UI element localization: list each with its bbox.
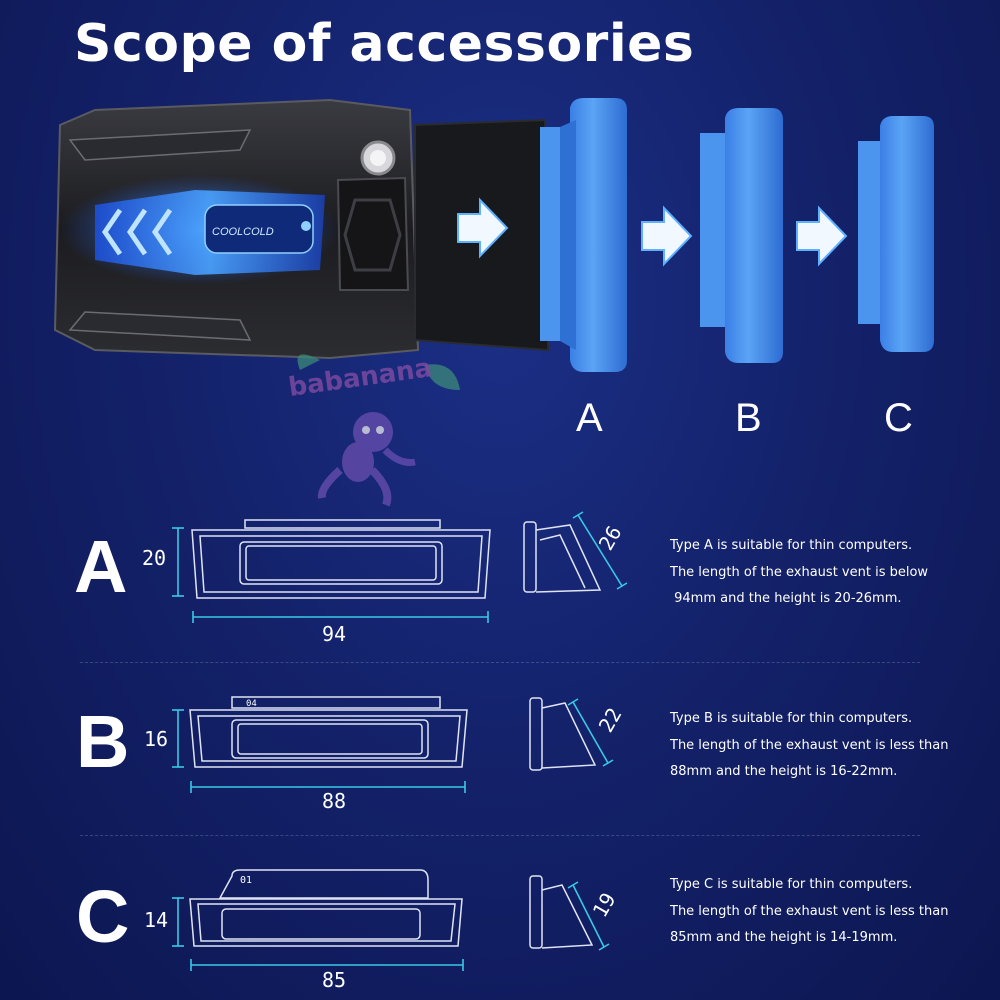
adapter-c: [858, 116, 934, 352]
dim-a-width: 94: [322, 622, 347, 646]
arrow-right-icon: [457, 197, 509, 259]
adapter-b: [700, 108, 783, 363]
part-mark-b: 04: [246, 699, 257, 709]
spec-letter-c: C: [76, 875, 130, 958]
drawing-a-front: [191, 519, 491, 599]
spec-letter-b: B: [76, 700, 130, 783]
dim-b-height: 16: [144, 727, 169, 751]
dim-a-height: 20: [142, 546, 167, 570]
description-line: The length of the exhaust vent is less t…: [670, 903, 949, 919]
dim-c-width: 85: [322, 968, 347, 992]
section-divider: [80, 835, 920, 836]
description-line: Type C is suitable for thin computers.: [670, 877, 913, 892]
page-title: Scope of accessories: [74, 14, 695, 74]
drawing-c-side: [529, 875, 594, 949]
description-line: The length of the exhaust vent is less t…: [670, 737, 949, 753]
part-mark-c: 01: [240, 875, 253, 886]
adapter-label-c: C: [884, 396, 913, 440]
adapter-label-b: B: [735, 396, 762, 440]
cooler-device: COOLCOLD: [53, 98, 420, 360]
description-line: 88mm and the height is 16-22mm.: [670, 764, 898, 779]
monkey-mascot-icon: [297, 354, 460, 507]
arrow-right-icon: [641, 205, 693, 267]
drawing-b-side: [529, 697, 597, 771]
spec-description-b: Type B is suitable for thin computers. T…: [670, 706, 948, 786]
description-line: The length of the exhaust vent is below: [670, 564, 929, 580]
spec-description-c: Type C is suitable for thin computers. T…: [670, 872, 948, 952]
dim-b-width: 88: [322, 789, 347, 813]
dimension-lines-c: [172, 881, 610, 971]
brand-text: COOLCOLD: [212, 226, 274, 238]
description-line: Type A is suitable for thin computers.: [670, 538, 913, 553]
drawing-c-front: [189, 869, 463, 947]
adapter-a: [540, 98, 627, 372]
description-line: Type B is suitable for thin computers.: [670, 711, 913, 726]
dimension-lines-a: [172, 511, 628, 623]
drawing-a-side: [523, 521, 602, 593]
arrow-right-icon: [796, 205, 848, 267]
adapter-label-a: A: [576, 396, 603, 440]
dim-c-height: 14: [144, 908, 169, 932]
description-line: 85mm and the height is 14-19mm.: [670, 930, 898, 945]
section-divider: [80, 662, 920, 663]
spec-description-a: Type A is suitable for thin computers. T…: [670, 533, 928, 613]
drawing-b-front: [189, 696, 468, 768]
description-line: 94mm and the height is 20-26mm.: [670, 591, 902, 606]
dimension-lines-b: [172, 698, 614, 793]
spec-letter-a: A: [74, 525, 128, 608]
